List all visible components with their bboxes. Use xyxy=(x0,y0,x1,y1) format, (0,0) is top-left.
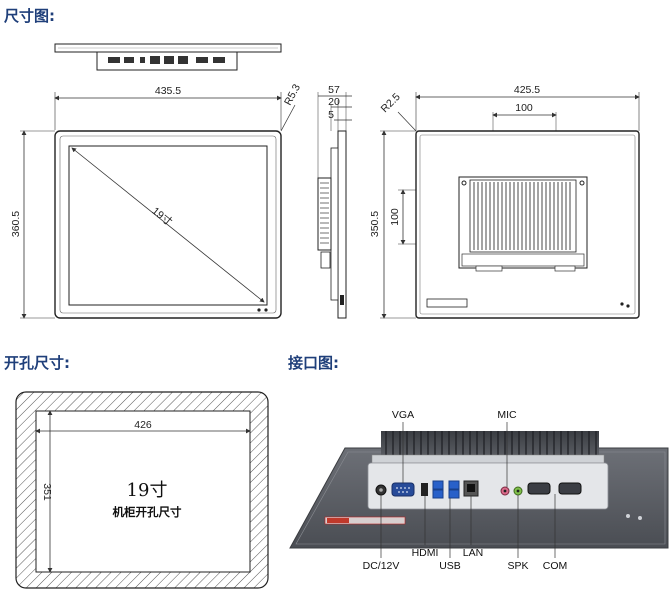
front-height-label: 360.5 xyxy=(10,211,22,237)
port-label-spk: SPK xyxy=(507,560,528,572)
port-label-usb: USB xyxy=(439,560,461,572)
back-width-label: 425.5 xyxy=(514,84,540,96)
cutout-width-label: 426 xyxy=(134,419,152,431)
port-label-lan: LAN xyxy=(463,547,483,559)
cutout-caption: 机柜开孔尺寸 xyxy=(113,505,182,519)
port-label-vga: VGA xyxy=(392,409,414,421)
top-view xyxy=(54,43,282,71)
front-radius-label: R5.3 xyxy=(282,82,303,107)
side-depth-mid-label: 20 xyxy=(328,96,340,108)
cutout-view: 426 351 19寸 机柜开孔尺寸 xyxy=(15,391,269,589)
cutout-height-label: 351 xyxy=(41,483,53,501)
cutout-title: 开孔尺寸: xyxy=(4,354,70,372)
back-height-label: 350.5 xyxy=(369,211,381,237)
port-label-hdmi: HDMI xyxy=(412,547,439,559)
interface-view: VGA MIC DC/12V HDMI USB LAN SPK COM xyxy=(289,409,669,572)
interface-title: 接口图: xyxy=(288,354,339,372)
back-view: 425.5 100 R2.5 350.5 100 xyxy=(369,84,640,319)
front-view: 435.5 R5.3 360.5 19寸 xyxy=(10,82,303,319)
vesa-horizontal-label: 100 xyxy=(515,102,533,114)
dimensions-title: 尺寸图: xyxy=(4,7,55,25)
port-label-com: COM xyxy=(543,560,568,572)
port-label-dc: DC/12V xyxy=(363,560,400,572)
front-width-label: 435.5 xyxy=(155,85,181,97)
cutout-size-label: 19寸 xyxy=(127,480,168,501)
port-label-mic: MIC xyxy=(497,409,517,421)
side-depth-total-label: 57 xyxy=(328,84,340,96)
side-view: 57 20 5 xyxy=(317,84,352,319)
vesa-vertical-label: 100 xyxy=(389,208,401,226)
back-radius-label: R2.5 xyxy=(379,91,403,115)
